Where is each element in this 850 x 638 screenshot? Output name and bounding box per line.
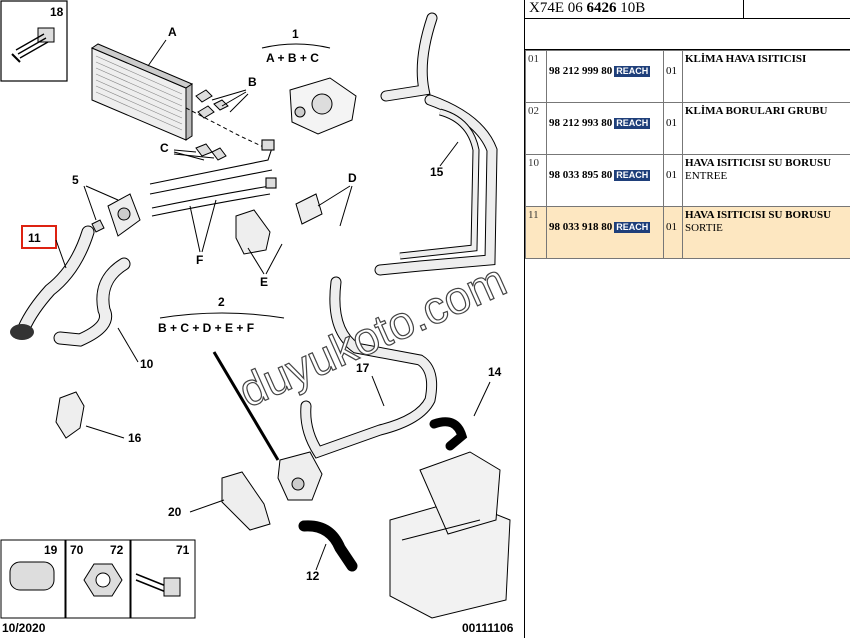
reach-badge: REACH bbox=[614, 118, 651, 129]
label-5: 5 bbox=[72, 173, 79, 187]
part-number[interactable]: 98 212 999 80 bbox=[549, 65, 613, 77]
part-number[interactable]: 98 033 895 80 bbox=[549, 169, 613, 181]
quantity: 01 bbox=[663, 206, 683, 259]
reference-header: X74E 06 6426 10B bbox=[525, 0, 850, 19]
label-F: F bbox=[196, 253, 203, 267]
hose-10-icon bbox=[53, 257, 131, 347]
watermark: duyukoto.com bbox=[231, 253, 514, 417]
label-12: 12 bbox=[306, 569, 320, 583]
hose-15-icon bbox=[374, 12, 498, 276]
label-A: A bbox=[168, 25, 177, 39]
thermostat-housing-icon bbox=[289, 77, 357, 135]
header-divider bbox=[743, 0, 744, 18]
label-16: 16 bbox=[128, 431, 142, 445]
label-B: B bbox=[248, 75, 257, 89]
inset-box-18: 18 bbox=[0, 0, 68, 82]
heater-unit-icon bbox=[389, 451, 511, 619]
label-2: 2 bbox=[218, 295, 225, 309]
row-number: 01 bbox=[525, 50, 547, 103]
label-70: 70 bbox=[70, 543, 84, 557]
parts-diagram: 18 A 1 A + B + C B C bbox=[0, 0, 514, 635]
valve-16-icon bbox=[55, 391, 85, 439]
description-title: KLİMA BORULARI GRUBU bbox=[685, 105, 828, 117]
hose-11-icon bbox=[10, 225, 95, 340]
hose-14-icon bbox=[429, 417, 468, 451]
label-1-formula: A + B + C bbox=[266, 51, 319, 65]
pipe-set-icon bbox=[149, 139, 277, 217]
heater-core-icon bbox=[90, 43, 194, 141]
bolt-icon bbox=[11, 27, 55, 63]
description-title: HAVA ISITICISI SU BORUSU bbox=[685, 157, 832, 169]
hose-12-icon bbox=[298, 520, 358, 572]
label-72: 72 bbox=[110, 543, 124, 557]
reach-badge: REACH bbox=[614, 170, 651, 181]
highlight-11 bbox=[21, 225, 57, 249]
inset-box-19: 19 bbox=[0, 539, 66, 619]
description-title: KLİMA HAVA ISITICISI bbox=[685, 53, 807, 65]
description-title: HAVA ISITICISI SU BORUSU bbox=[685, 209, 832, 221]
date-label: 10/2020 bbox=[2, 621, 46, 635]
label-C: C bbox=[160, 141, 169, 155]
label-20: 20 bbox=[168, 505, 182, 519]
bracket-e-icon bbox=[235, 209, 271, 255]
clip-icon bbox=[195, 89, 229, 119]
label-71: 71 bbox=[176, 543, 190, 557]
label-10: 10 bbox=[140, 357, 154, 371]
row-number: 10 bbox=[525, 154, 547, 207]
label-18: 18 bbox=[50, 5, 64, 19]
description-subtitle: SORTIE bbox=[685, 222, 723, 234]
part-number[interactable]: 98 212 993 80 bbox=[549, 117, 613, 129]
bracket-icon bbox=[295, 193, 323, 225]
label-11: 11 bbox=[28, 231, 41, 245]
label-D: D bbox=[348, 171, 357, 185]
row-number: 02 bbox=[525, 102, 547, 155]
label-2-formula: B + C + D + E + F bbox=[158, 321, 254, 335]
flange-icon bbox=[91, 193, 141, 237]
label-19: 19 bbox=[44, 543, 58, 557]
label-17: 17 bbox=[356, 361, 370, 375]
inset-box-71: 71 bbox=[130, 539, 196, 619]
blank-header-row bbox=[525, 18, 850, 50]
part-number[interactable]: 98 033 918 80 bbox=[549, 221, 613, 233]
row-number: 11 bbox=[525, 206, 547, 259]
diagram-code: 00111106 bbox=[462, 621, 514, 635]
label-1: 1 bbox=[292, 27, 299, 41]
hose-17-icon bbox=[300, 276, 438, 459]
label-E: E bbox=[260, 275, 268, 289]
reach-badge: REACH bbox=[614, 66, 651, 77]
quantity: 01 bbox=[663, 102, 683, 155]
inset-box-70-72: 70 72 bbox=[65, 539, 131, 619]
valve-icon bbox=[212, 351, 323, 501]
bracket-20-icon bbox=[221, 471, 271, 531]
quantity: 01 bbox=[663, 50, 683, 103]
quantity: 01 bbox=[663, 154, 683, 207]
description-subtitle: ENTREE bbox=[685, 170, 728, 182]
description: KLİMA HAVA ISITICISI bbox=[682, 50, 850, 103]
label-15: 15 bbox=[430, 165, 444, 179]
description: KLİMA BORULARI GRUBU bbox=[682, 102, 850, 155]
reference-number: X74E 06 6426 10B bbox=[529, 0, 646, 16]
reach-badge: REACH bbox=[614, 222, 651, 233]
label-14: 14 bbox=[488, 365, 502, 379]
